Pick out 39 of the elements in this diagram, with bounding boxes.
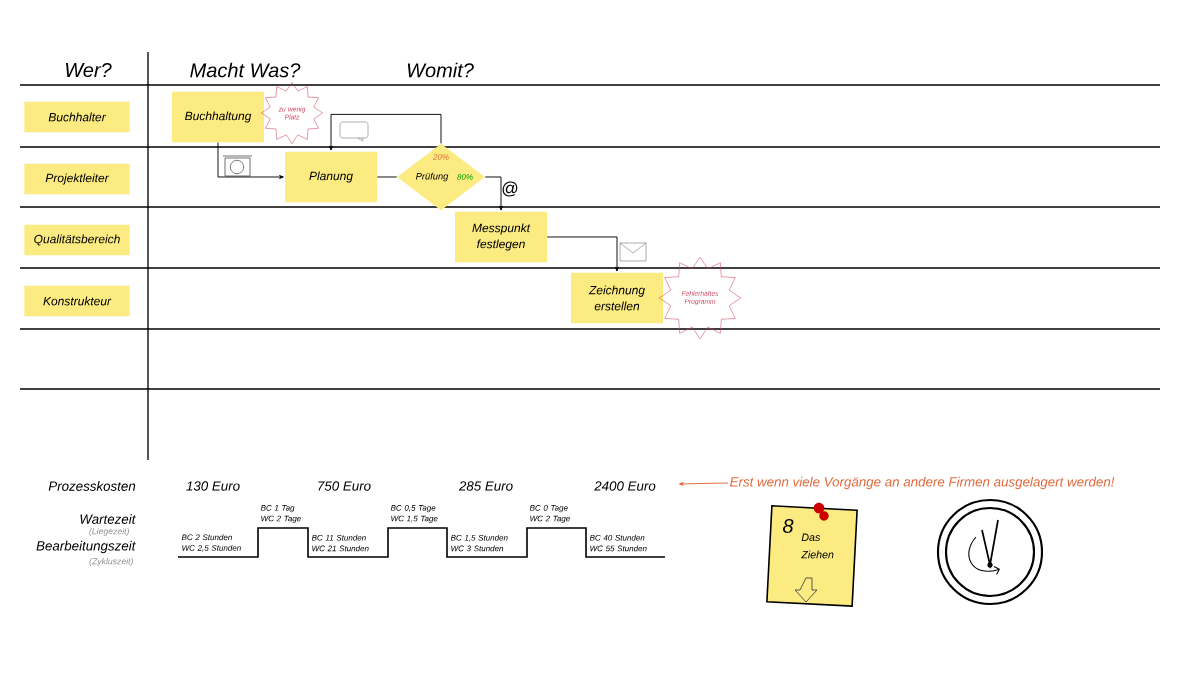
time-label: BC 40 Stunden WC 55 Stunden: [589, 534, 647, 552]
note-text: Erst wenn viele Vorgänge an andere Firmen ausgelagert werden!: [730, 476, 1115, 490]
row-note: (Zykluszeit): [89, 557, 133, 567]
lane-label: Qualitätsbereich: [24, 224, 130, 256]
arrow: [329, 113, 442, 151]
percent-label: 80%: [457, 174, 473, 180]
cost-value: 285 Euro: [458, 481, 513, 491]
row-label: Wartezeit: [80, 514, 136, 524]
process-box: Planung: [285, 151, 377, 203]
column-header: Wer?: [66, 62, 112, 78]
time-label: BC 2 Stunden WC 2,5 Stunden: [181, 534, 241, 552]
at-sign-icon: @: [502, 181, 518, 197]
cost-value: 750 Euro: [318, 481, 371, 491]
time-label: BC 0,5 Tage WC 1,5 Tage: [390, 505, 438, 523]
note-number: 8: [782, 518, 794, 534]
row-note: (Liegezeit): [89, 527, 129, 537]
note-text: Das Ziehen: [801, 533, 834, 559]
process-box: Buchhaltung: [172, 91, 264, 143]
arrow: [678, 481, 729, 486]
lane-label: Konstrukteur: [24, 285, 130, 317]
arrow: [217, 142, 284, 179]
decision-label: Prüfung: [415, 172, 449, 182]
process-box: Messpunkt festlegen: [455, 211, 547, 263]
time-label: BC 11 Stunden WC 21 Stunden: [311, 534, 369, 552]
percent-label: 20%: [432, 154, 449, 160]
row-label: Prozesskosten: [48, 481, 136, 491]
column-header: Macht Was?: [190, 62, 301, 78]
lane-label: Projektleiter: [24, 163, 130, 195]
column-header: Womit?: [407, 62, 474, 78]
lane-label: Buchhalter: [24, 101, 130, 133]
row-label: Bearbeitungszeit: [36, 540, 136, 554]
arrow: [546, 236, 619, 272]
time-label: BC 1,5 Stunden WC 3 Stunden: [450, 534, 508, 552]
arrow: [484, 176, 503, 211]
time-label: BC 1 Tag WC 2 Tage: [260, 505, 301, 523]
time-label: BC 0 Tage WC 2 Tage: [529, 505, 570, 523]
cost-value: 130 Euro: [186, 481, 240, 491]
cost-value: 2400 Euro: [594, 481, 656, 491]
process-box: Zeichnung erstellen: [571, 272, 663, 324]
